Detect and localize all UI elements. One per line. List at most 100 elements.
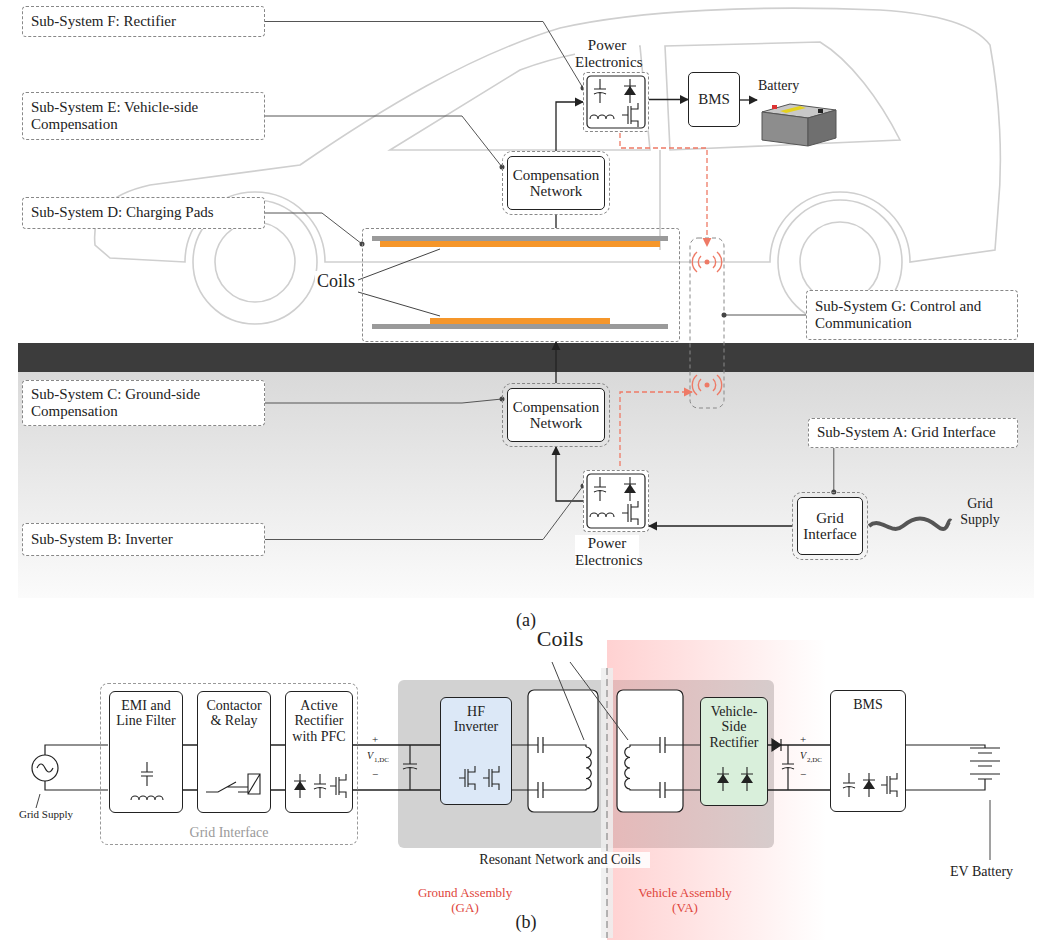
circuit-symbol xyxy=(587,474,645,528)
leader-dot xyxy=(500,165,505,170)
charging-pad-plates xyxy=(380,241,660,247)
grid-source xyxy=(37,764,53,772)
ev-battery xyxy=(906,745,1000,790)
grid-cable xyxy=(869,519,951,530)
circuit-symbol xyxy=(843,773,897,797)
communication-link xyxy=(692,252,721,272)
communication-link xyxy=(692,375,721,395)
charging-pad-plates xyxy=(372,236,668,241)
text-label: Grid Supply xyxy=(952,496,1008,528)
circuit-symbol xyxy=(206,774,260,794)
circuit-symbol xyxy=(624,484,636,493)
node-text: Coils xyxy=(315,271,357,292)
circuit-symbol xyxy=(584,73,648,131)
circuit-symbol xyxy=(459,766,499,790)
group-box: Grid Interface EMI and Line Filter Contact… xyxy=(100,683,358,845)
car-outline xyxy=(95,8,1001,324)
inverter-box: HF Inverter xyxy=(440,697,512,805)
node-text: BMS xyxy=(834,697,902,712)
leader-line xyxy=(265,116,502,167)
circuit-symbol xyxy=(110,760,182,812)
text-label: − xyxy=(372,768,382,781)
communication-link xyxy=(722,313,727,318)
power-electronics-block: Power Electronics xyxy=(583,470,649,532)
node-text: Sub-System D: Charging Pads xyxy=(31,204,214,221)
subsystem-label: Sub-System A: Grid Interface xyxy=(808,418,1018,448)
leader-line xyxy=(265,213,362,244)
circuit-symbol xyxy=(131,762,163,800)
node-text: Power Electronics xyxy=(575,37,639,70)
resonant-network xyxy=(528,782,586,798)
assembly-ground xyxy=(607,668,608,938)
circuit-symbol xyxy=(717,774,753,783)
circuit-symbol xyxy=(587,76,645,128)
circuit-symbol xyxy=(717,767,753,791)
node-text: Compensation Network xyxy=(511,399,601,432)
node-text: Power Electronics xyxy=(575,535,639,568)
charging-pad-plates xyxy=(358,249,440,316)
node-text: EMI and Line Filter xyxy=(113,698,179,729)
battery-icon xyxy=(740,100,836,146)
communication-link xyxy=(724,315,806,316)
communication-link xyxy=(620,133,707,246)
resonant-network xyxy=(625,747,630,789)
text-label: Vehicle Assembly (VA) xyxy=(630,886,740,916)
circuit-symbol xyxy=(198,760,270,812)
resonant-network xyxy=(528,690,598,812)
text-label: EV Battery xyxy=(950,864,1030,880)
battery-icon xyxy=(780,106,806,113)
grid-source xyxy=(32,755,58,781)
node-text: Sub-System A: Grid Interface xyxy=(817,424,996,441)
text-label: Resonant Network and Coils xyxy=(470,852,650,868)
communication-link xyxy=(690,238,724,408)
subsystem-label: Sub-System B: Inverter xyxy=(22,523,265,556)
block-box: Compensation Network xyxy=(507,156,605,210)
text-label: Battery xyxy=(758,78,808,94)
connector-arrow xyxy=(556,102,583,151)
charging-pad: Coils xyxy=(362,228,680,342)
node-text: Sub-System G: Control and Communication xyxy=(815,298,1009,333)
text-label: (b) xyxy=(500,912,552,933)
communication-link xyxy=(620,392,692,466)
block-box: BMS xyxy=(830,690,906,812)
node-text: Active Rectifier with PFC xyxy=(289,698,349,744)
text-label: + xyxy=(800,733,810,746)
ev-battery xyxy=(906,745,1000,860)
block-box: Active Rectifier with PFC xyxy=(285,691,353,813)
node-text: Sub-System E: Vehicle-side Compensation xyxy=(31,99,256,134)
battery-icon xyxy=(740,99,757,100)
leader-dot xyxy=(500,397,505,402)
leader-dot xyxy=(831,490,836,495)
connector-arrow xyxy=(555,342,556,383)
subsystem-label: Sub-System F: Rectifier xyxy=(22,6,265,37)
node-text: Grid Interface xyxy=(101,825,357,841)
wire xyxy=(183,745,197,790)
circuit-symbol xyxy=(286,760,352,812)
text-label: Ground Assembly (GA) xyxy=(410,886,520,916)
resonant-network xyxy=(630,782,683,798)
communication-link xyxy=(705,383,710,388)
battery-icon xyxy=(772,105,777,109)
block-box: Grid Interface xyxy=(797,497,863,555)
leader-line xyxy=(833,448,834,492)
circuit-symbol xyxy=(590,79,638,127)
connector-arrow xyxy=(649,99,688,100)
assembly-ground xyxy=(398,640,827,940)
node-text: Contactor & Relay xyxy=(201,698,267,729)
text-label: Grid Supply xyxy=(14,808,78,821)
circuit-symbol xyxy=(624,86,636,95)
text-label: + xyxy=(372,733,382,746)
ev-battery xyxy=(990,800,991,860)
node-text: Grid Interface xyxy=(801,510,859,543)
resonant-network xyxy=(617,690,683,812)
circuit-symbol xyxy=(294,781,306,790)
circuit-symbol xyxy=(831,759,905,811)
circuit-symbol xyxy=(863,780,875,789)
circuit-symbol xyxy=(590,477,638,525)
resonant-network xyxy=(512,745,700,790)
grid-source xyxy=(36,794,40,808)
node-text: BMS xyxy=(698,91,730,108)
node-text: Vehicle-Side Rectifier xyxy=(704,704,764,750)
battery-icon xyxy=(762,112,808,146)
text-label: 1,DC xyxy=(374,756,400,764)
